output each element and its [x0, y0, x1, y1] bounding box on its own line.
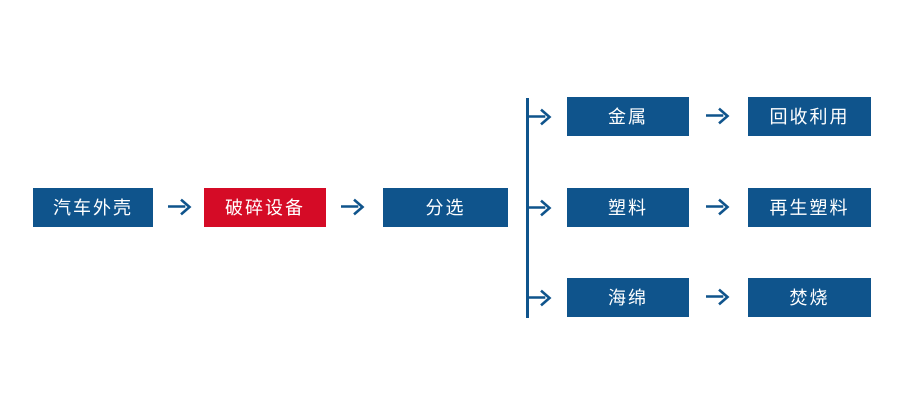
node-sorting[interactable]: 分选: [383, 188, 508, 227]
node-sponge-outcome[interactable]: 焚烧: [748, 278, 871, 317]
arrow-sponge-to-outcome: [706, 288, 730, 306]
branch-arrow-metal: [528, 108, 552, 126]
node-car-shell-label: 汽车外壳: [53, 197, 133, 218]
node-plastic-material[interactable]: 塑料: [567, 188, 689, 227]
node-car-shell[interactable]: 汽车外壳: [33, 188, 153, 227]
node-sponge-outcome-label: 焚烧: [789, 287, 830, 308]
node-metal-material-label: 金属: [608, 106, 648, 127]
node-sponge-material-label: 海绵: [608, 287, 648, 308]
node-sponge-material[interactable]: 海绵: [567, 278, 689, 317]
node-crusher-label: 破碎设备: [225, 197, 305, 218]
node-crusher[interactable]: 破碎设备: [204, 188, 326, 227]
node-metal-outcome[interactable]: 回收利用: [748, 97, 871, 136]
node-plastic-outcome[interactable]: 再生塑料: [748, 188, 871, 227]
node-plastic-material-label: 塑料: [608, 197, 648, 218]
arrow-car-shell-to-crusher: [168, 198, 192, 216]
node-plastic-outcome-label: 再生塑料: [769, 197, 850, 218]
branch-arrow-sponge: [528, 289, 552, 307]
arrow-crusher-to-sorting: [341, 198, 365, 216]
arrow-metal-to-outcome: [706, 107, 730, 125]
arrow-plastic-to-outcome: [706, 198, 730, 216]
node-sorting-label: 分选: [425, 197, 466, 218]
node-metal-outcome-label: 回收利用: [769, 106, 850, 127]
node-metal-material[interactable]: 金属: [567, 97, 689, 136]
branch-arrow-plastic: [528, 199, 552, 217]
